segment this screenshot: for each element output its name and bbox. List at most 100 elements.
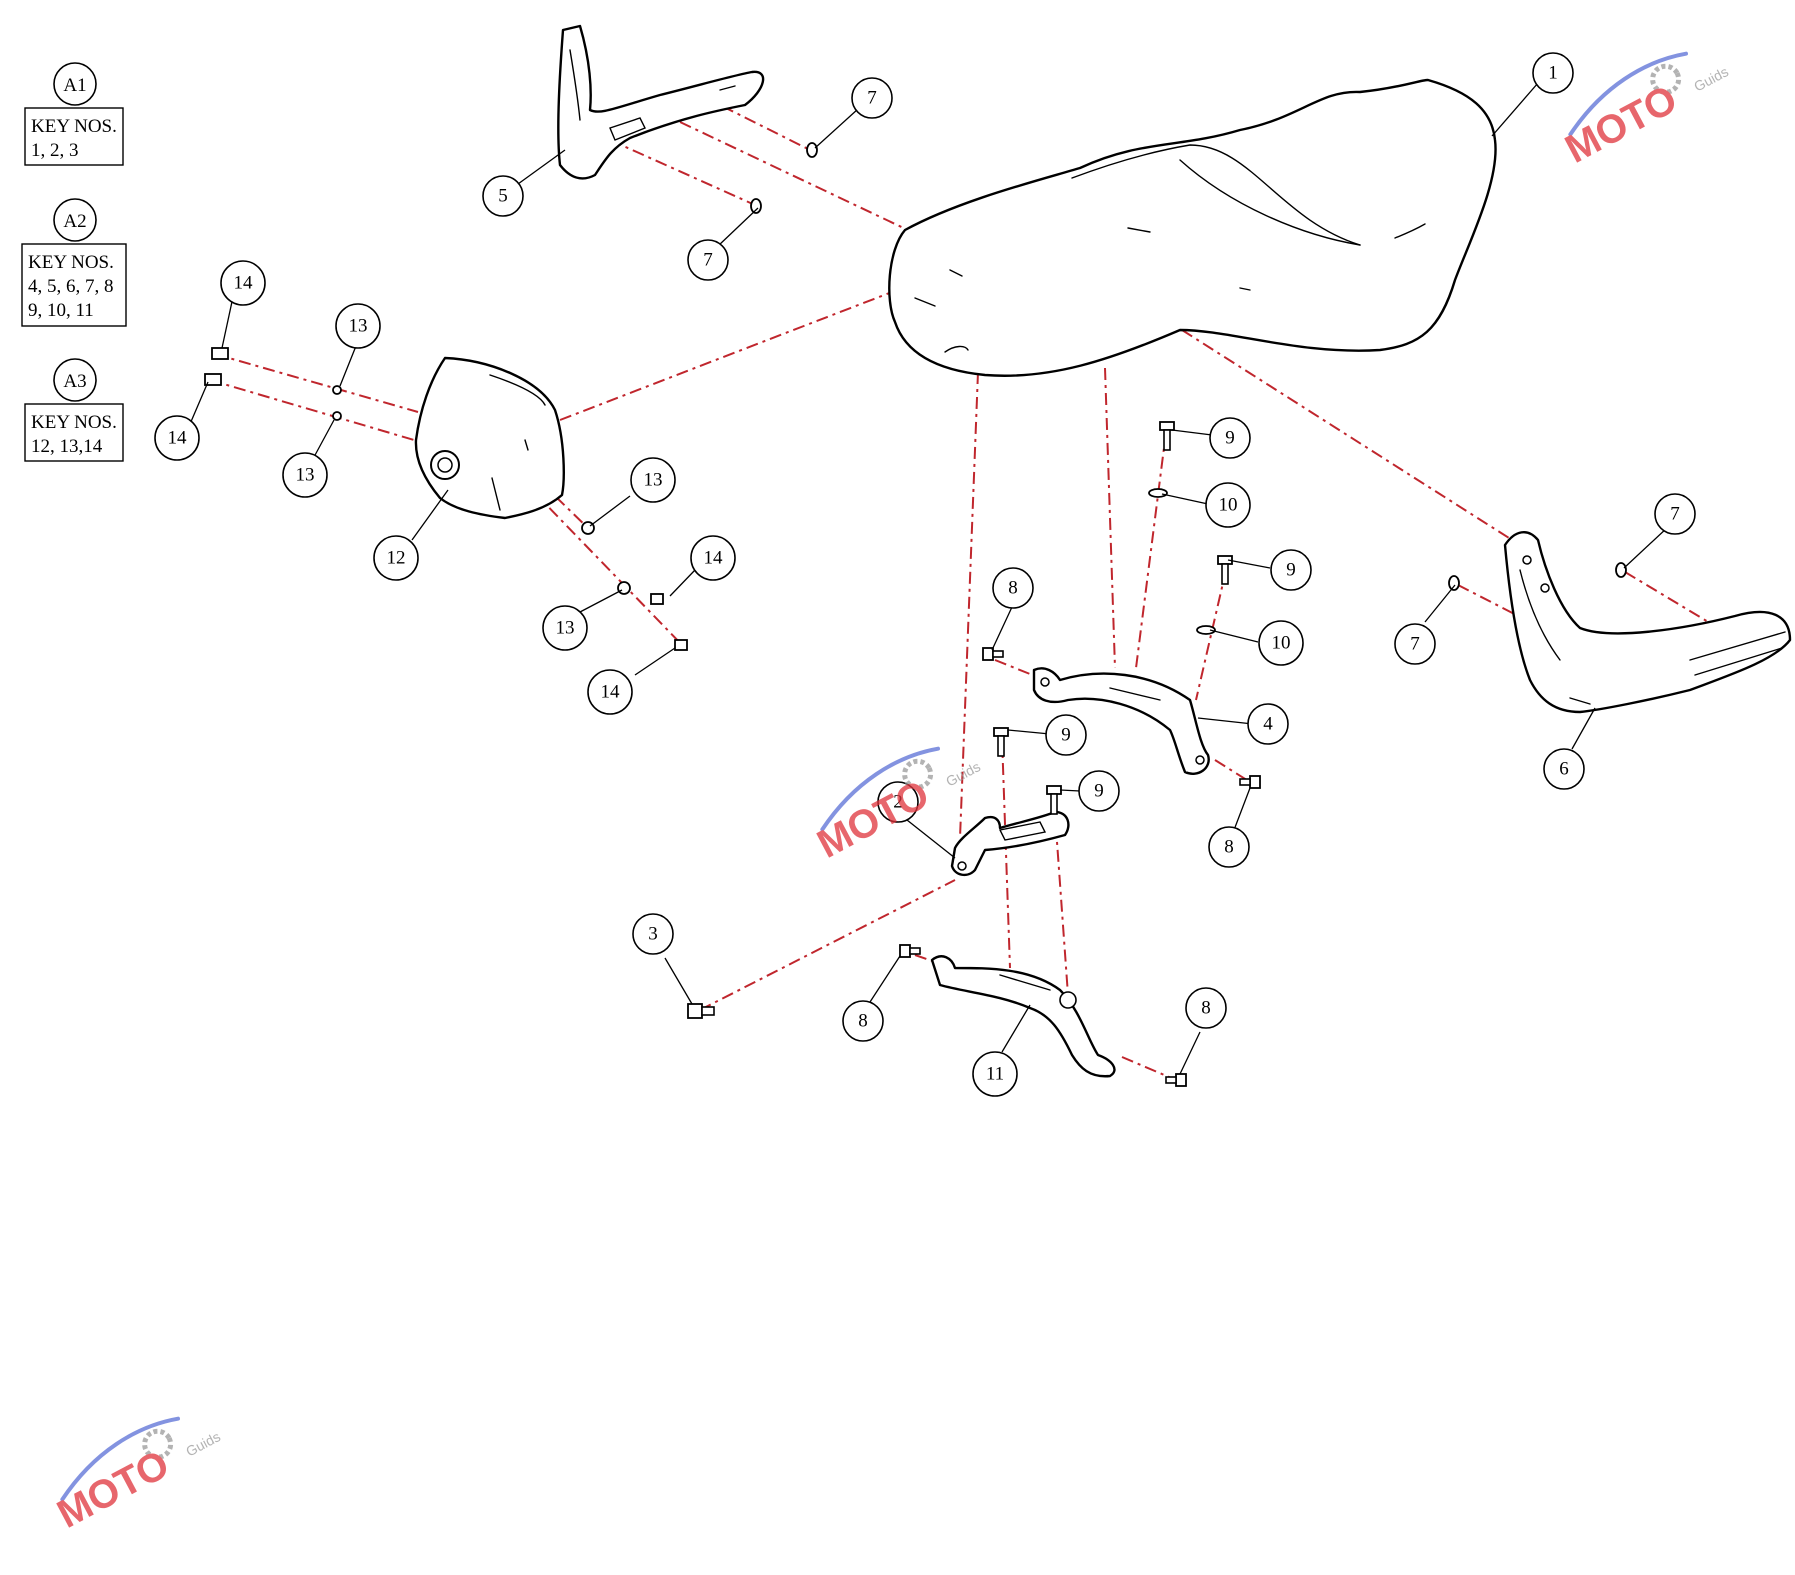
watermark-swoosh-icon xyxy=(1568,51,1689,137)
svg-text:8: 8 xyxy=(858,1011,868,1032)
washer-icon xyxy=(1148,488,1168,498)
grip-detail xyxy=(569,49,581,121)
key-label: KEY NOS. xyxy=(28,252,114,273)
key-line: 4, 5, 6, 7, 8 xyxy=(28,276,114,297)
dash-line xyxy=(1624,571,1726,633)
svg-text:8: 8 xyxy=(1201,998,1211,1019)
key-label: KEY NOS. xyxy=(31,412,117,433)
svg-text:14: 14 xyxy=(168,428,188,449)
bracket-hole xyxy=(957,861,967,871)
bolt-icon xyxy=(993,727,1009,757)
svg-text:14: 14 xyxy=(234,273,254,294)
key-line: 12, 13,14 xyxy=(31,436,103,457)
callout-7: 7 xyxy=(687,239,729,281)
pad-detail xyxy=(491,477,501,511)
bolt-icon xyxy=(1217,555,1233,585)
grip-outline xyxy=(1503,531,1792,714)
seat-outline xyxy=(888,78,1497,377)
washer-icon xyxy=(1196,625,1216,635)
rear-bracket-part xyxy=(1032,667,1210,775)
callout-9: 9 xyxy=(1078,770,1120,812)
key-group-a1: A1 KEY NOS. 1, 2, 3 xyxy=(24,62,124,166)
nut-icon xyxy=(332,385,342,395)
callout-7: 7 xyxy=(1654,493,1696,535)
key-label: KEY NOS. xyxy=(31,116,117,137)
pad-emblem-inner xyxy=(437,457,453,473)
callout-13: 13 xyxy=(335,303,381,349)
callout-14: 14 xyxy=(154,415,200,461)
callout-9: 9 xyxy=(1209,417,1251,459)
bracket-detail xyxy=(1109,687,1161,701)
callout-5: 5 xyxy=(482,175,524,217)
pad-detail xyxy=(524,439,529,451)
seat-mark xyxy=(1127,227,1151,233)
callout-9: 9 xyxy=(1270,549,1312,591)
svg-text:9: 9 xyxy=(1094,781,1104,802)
dash-line xyxy=(1135,431,1167,669)
bolt-icon xyxy=(1239,775,1261,789)
bracket-hole xyxy=(1195,755,1205,765)
watermark-logo: MOTO Guids xyxy=(1558,51,1731,172)
bolt-icon xyxy=(1159,421,1175,451)
svg-text:13: 13 xyxy=(556,618,575,639)
svg-text:10: 10 xyxy=(1272,633,1291,654)
grip-detail xyxy=(1694,647,1783,676)
key-line: 1, 2, 3 xyxy=(31,140,79,161)
dash-line xyxy=(609,139,756,206)
lower-bracket-part xyxy=(930,955,1116,1078)
svg-text:7: 7 xyxy=(1410,634,1420,655)
seat-contour xyxy=(1394,223,1426,239)
callout-12: 12 xyxy=(373,535,419,581)
callout-8: 8 xyxy=(1208,826,1250,868)
watermark-swoosh-icon xyxy=(60,1416,181,1502)
callout-7: 7 xyxy=(851,77,893,119)
callout-8: 8 xyxy=(992,567,1034,609)
watermark-logo: MOTO Guids xyxy=(50,1416,223,1537)
screw-icon xyxy=(204,373,222,386)
callout-14: 14 xyxy=(690,535,736,581)
svg-text:MOTO: MOTO xyxy=(50,1442,176,1537)
svg-text:10: 10 xyxy=(1219,495,1238,516)
svg-text:8: 8 xyxy=(1008,578,1018,599)
bracket-detail xyxy=(999,974,1051,991)
dash-line xyxy=(699,94,811,151)
grip-hole xyxy=(1540,583,1550,593)
seat-mark xyxy=(1239,287,1251,291)
bolt-icon xyxy=(1165,1073,1187,1087)
dash-line xyxy=(1001,737,1011,969)
svg-text:2: 2 xyxy=(893,792,903,813)
key-id: A3 xyxy=(63,371,86,392)
bracket-detail xyxy=(998,821,1047,841)
front-bracket-part xyxy=(950,810,1070,877)
dash-line xyxy=(531,489,686,649)
svg-text:8: 8 xyxy=(1224,837,1234,858)
dash-line xyxy=(699,879,956,1011)
seat-mark xyxy=(949,269,963,277)
nut-icon xyxy=(617,581,631,595)
dash-line xyxy=(1121,1056,1177,1081)
fasteners xyxy=(204,142,1627,1087)
pad-emblem xyxy=(430,450,460,480)
svg-text:3: 3 xyxy=(648,924,658,945)
callout-2: 2 xyxy=(877,781,919,823)
bracket-hole xyxy=(1059,991,1077,1009)
svg-text:MOTO: MOTO xyxy=(810,772,936,867)
key-group-a2: A2 KEY NOS. 4, 5, 6, 7, 8 9, 10, 11 xyxy=(21,198,127,327)
dash-line xyxy=(559,291,893,421)
seat-mark xyxy=(914,297,936,307)
svg-text:1: 1 xyxy=(1548,63,1558,84)
svg-text:14: 14 xyxy=(704,548,724,569)
callout-6: 6 xyxy=(1543,748,1585,790)
washer-icon xyxy=(806,142,818,158)
callout-14: 14 xyxy=(220,260,266,306)
callout-3: 3 xyxy=(632,913,674,955)
svg-text:13: 13 xyxy=(296,465,315,486)
dash-line xyxy=(214,353,419,413)
callout-13: 13 xyxy=(542,605,588,651)
washer-icon xyxy=(1448,575,1460,591)
bracket-outline xyxy=(1032,667,1210,775)
pad-detail xyxy=(489,374,546,406)
dash-line xyxy=(1195,569,1227,701)
svg-text:9: 9 xyxy=(1286,560,1296,581)
